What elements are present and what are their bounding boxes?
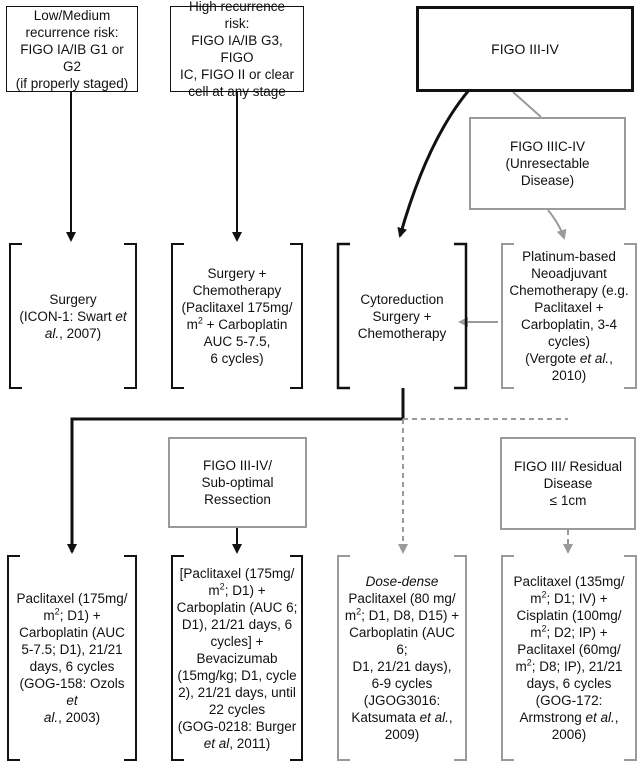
gog0218-text: [Paclitaxel (175mg/ m2; D1) + Carboplati…: [176, 565, 298, 751]
cytoreduction-text: Cytoreduction Surgery + Chemotherapy: [357, 291, 447, 341]
bracket-gog172: [501, 555, 637, 761]
residual-disease-box: FIGO III/ Residual Disease ≤ 1cm: [500, 437, 636, 530]
figo-iiic-iv-box: FIGO IIIC-IV (Unresectable Disease): [469, 117, 626, 210]
surgery-chemo-text: Surgery + Chemotherapy (Paclitaxel 175mg…: [181, 266, 293, 366]
arrow-figo-to-cytoreduction: [397, 78, 480, 238]
line-figo-to-unresectable: [512, 91, 542, 118]
bracket-surgery-chemo: [171, 243, 303, 389]
gog158-text: Paclitaxel (175mg/ m2; D1) + Carboplatin…: [16, 591, 128, 725]
arrow-to-gog158: [67, 417, 403, 554]
bracket-neoadjuvant: [501, 243, 637, 389]
bracket-gog0218: [171, 555, 303, 761]
bracket-gog158: [7, 555, 137, 761]
figo-iii-iv-box: FIGO III-IV: [416, 6, 634, 92]
jgog3016-text: Dose-dense Paclitaxel (80 mg/ m2; D1, D8…: [344, 574, 460, 742]
low-risk-box: Low/Medium recurrence risk: FIGO IA/IB G…: [6, 6, 138, 92]
bracket-surgery: [9, 243, 137, 389]
arrow-unresectable-to-neoadjuvant: [547, 209, 567, 240]
bracket-cytoreduction: [336, 242, 468, 390]
suboptimal-box: FIGO III-IV/ Sub-optimal Ressection: [168, 437, 307, 528]
bracket-jgog3016: [337, 555, 467, 761]
high-risk-box: High recurrence risk: FIGO IA/IB G3, FIG…: [170, 0, 304, 99]
gog172-text: Paclitaxel (135mg/ m2; D1; IV) + Cisplat…: [513, 574, 625, 742]
surgery-text: Surgery (ICON-1: Swart et al., 2007): [19, 291, 127, 341]
neoadjuvant-text: Platinum-based Neoadjuvant Chemotherapy …: [509, 249, 629, 383]
